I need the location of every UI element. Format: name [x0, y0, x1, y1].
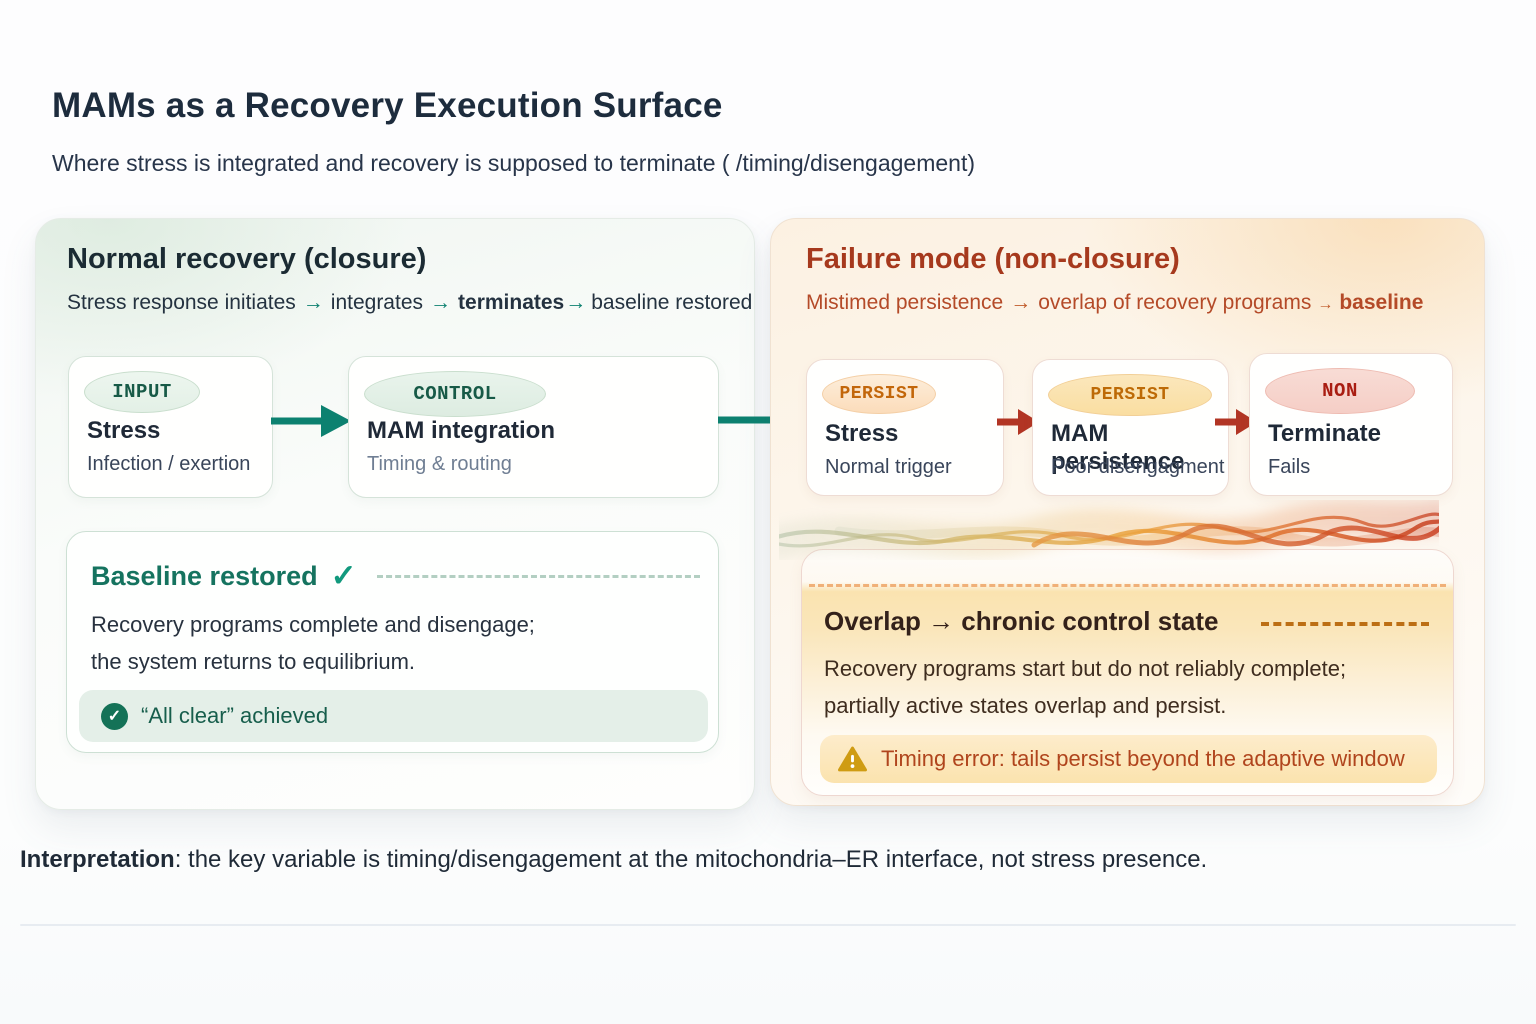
control-badge: CONTROL: [364, 371, 546, 417]
red-arrow-icon: [1215, 409, 1257, 435]
flow-step: terminates: [458, 291, 565, 314]
non-badge: NON: [1265, 368, 1415, 414]
normal-panel-heading: Normal recovery (closure): [67, 243, 427, 275]
failure-card-subtitle: Fails: [1268, 456, 1311, 478]
flow-step: baseline: [1339, 291, 1424, 314]
control-card-subtitle: Timing & routing: [367, 453, 512, 475]
flow-step: Mistimed persistence: [806, 291, 1004, 314]
control-card: CONTROL MAM integration Timing & routing: [348, 356, 719, 498]
normal-recovery-panel: Normal recovery (closure) Stress respons…: [35, 218, 755, 810]
failure-card-title: MAM persistence: [1051, 420, 1185, 475]
failure-mode-panel: Failure mode (non-closure) Mistimed pers…: [770, 218, 1485, 806]
flow-step: baseline restored: [591, 291, 753, 314]
flow-step: Stress response initiates: [67, 291, 296, 314]
failure-card-title: Stress: [825, 420, 899, 447]
right-arrow-icon: →: [302, 291, 324, 314]
check-circle-icon: ✓: [101, 702, 128, 730]
failure-flow-line: Mistimed persistence → overlap of recovery…: [806, 291, 1423, 315]
right-arrow-icon: →: [565, 291, 587, 314]
failure-stress-card: PERSIST Stress Normal trigger: [806, 359, 1004, 496]
input-card-title: Stress: [87, 417, 161, 444]
warning-icon: [838, 746, 867, 772]
failure-terminate-card: NON Terminate Fails: [1249, 353, 1453, 496]
page-title: MAMs as a Recovery Execution Surface: [52, 86, 723, 126]
dashed-divider: [376, 574, 700, 578]
timing-error-pill: Timing error: tails persist beyond the a…: [820, 735, 1437, 783]
dashed-divider-short: [1261, 622, 1429, 626]
timing-error-label: Timing error: tails persist beyond the a…: [881, 746, 1405, 771]
overlap-card-heading: Overlap → chronic control state: [824, 606, 1219, 636]
all-clear-label: “All clear” achieved: [141, 703, 329, 728]
right-arrow-icon: →: [1317, 296, 1334, 313]
failure-card-title: Terminate: [1268, 420, 1381, 447]
flow-step: overlap of recovery programs: [1038, 291, 1312, 314]
right-arrow-icon: →: [1010, 291, 1032, 314]
baseline-restored-card: Baseline restored ✓ Recovery programs co…: [66, 531, 719, 753]
baseline-card-title: Baseline restored: [91, 560, 318, 591]
overlap-card-text: Recovery programs start but do not relia…: [824, 650, 1346, 724]
baseline-card-text: Recovery programs complete and disengage…: [91, 606, 535, 680]
baseline-text-line2: the system returns to equilibrium.: [91, 649, 416, 674]
overlap-chronic-card: Overlap → chronic control state Recovery…: [801, 549, 1454, 796]
failure-card-subtitle: Normal trigger: [825, 456, 952, 478]
overlap-text-line1: Recovery programs start but do not relia…: [824, 656, 1347, 681]
all-clear-pill: ✓ “All clear” achieved: [79, 690, 708, 742]
normal-flow-line: Stress response initiates→integrates→ter…: [67, 291, 752, 315]
footer-divider: [20, 924, 1516, 926]
input-badge: INPUT: [84, 371, 200, 413]
overlap-text-line2: partially active states overlap and pers…: [824, 693, 1227, 718]
teal-arrow-icon: [271, 405, 351, 437]
interpretation-label: Interpretation: [20, 846, 175, 873]
input-card-subtitle: Infection / exertion: [87, 453, 251, 475]
right-arrow-icon: →: [430, 291, 452, 314]
baseline-card-header: Baseline restored ✓: [91, 558, 700, 594]
baseline-text-line1: Recovery programs complete and disengage…: [91, 612, 535, 637]
control-card-title: MAM integration: [367, 417, 555, 444]
red-arrow-icon: [997, 409, 1039, 435]
page-title-strong: MAMs: [52, 86, 156, 125]
check-icon: ✓: [330, 558, 357, 593]
page-subtitle: Where stress is integrated and recovery …: [52, 150, 975, 176]
page-title-rest: as a Recovery Execution Surface: [155, 86, 723, 125]
persist-badge: PERSIST: [1048, 374, 1212, 416]
input-card: INPUT Stress Infection / exertion: [68, 356, 273, 498]
failure-panel-heading: Failure mode (non-closure): [806, 243, 1180, 275]
failure-persistence-card: PERSIST MAM persistence Poor disengagmen…: [1032, 359, 1229, 496]
dashed-divider: [809, 584, 1446, 587]
persist-badge: PERSIST: [822, 374, 936, 414]
failure-card-subtitle: Poor disengagment: [1051, 456, 1225, 478]
interpretation-text: : the key variable is timing/disengageme…: [174, 846, 1208, 873]
interpretation-line: Interpretation: the key variable is timi…: [20, 846, 1207, 874]
flow-step: integrates: [330, 291, 424, 314]
